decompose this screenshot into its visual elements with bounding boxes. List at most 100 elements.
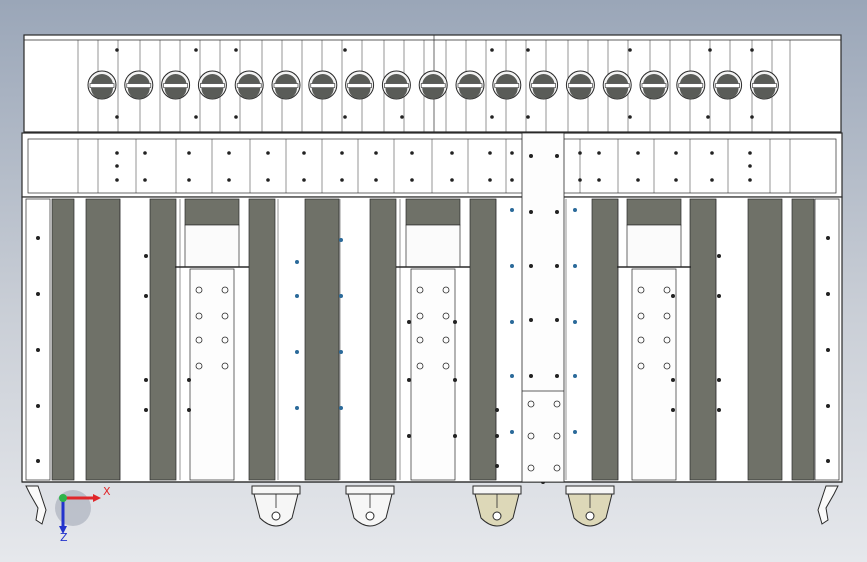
knob-slot xyxy=(678,83,704,88)
knob-slot xyxy=(163,83,188,88)
band-hole xyxy=(488,151,492,155)
bay-hole xyxy=(663,336,671,344)
mount-hole xyxy=(343,115,347,119)
foot-shape xyxy=(817,485,839,525)
mount-hole xyxy=(407,434,411,438)
rail-hole xyxy=(36,236,40,240)
center-hole xyxy=(553,432,561,440)
knob-cap-top xyxy=(569,74,592,85)
knob-slot xyxy=(126,83,152,88)
lower-bracket xyxy=(565,485,615,527)
blue-hole xyxy=(510,208,514,212)
bay-hole xyxy=(637,336,645,344)
mount-hole xyxy=(750,115,754,119)
bay-block xyxy=(405,224,461,268)
bay-cap xyxy=(184,198,240,226)
rail-hole xyxy=(826,404,830,408)
enclosure-body xyxy=(21,34,843,484)
bay-hole xyxy=(442,336,450,344)
knob xyxy=(639,70,669,100)
knob-cap-top xyxy=(495,74,518,85)
bay-assembly xyxy=(396,198,470,481)
mounting-brackets xyxy=(25,485,839,527)
band-hole xyxy=(578,151,582,155)
knob-cap-bottom xyxy=(238,88,261,100)
triad-axis-indicator[interactable]: X Z xyxy=(55,485,111,544)
mount-hole xyxy=(671,294,675,298)
mount-hole xyxy=(495,408,499,412)
center-hole xyxy=(527,400,535,408)
band-hole xyxy=(510,178,514,182)
blue-hole xyxy=(339,406,343,410)
knob-slot xyxy=(715,83,740,88)
bracket-lug xyxy=(253,493,299,527)
rail-hole xyxy=(36,292,40,296)
bracket-lug xyxy=(347,493,393,527)
bay-hole xyxy=(637,362,645,370)
blue-hole xyxy=(510,430,514,434)
rail-hole xyxy=(826,459,830,463)
knob-slot xyxy=(420,83,446,88)
center-hole xyxy=(555,318,559,322)
mount-hole xyxy=(144,408,148,412)
band-hole xyxy=(636,151,640,155)
mount-hole xyxy=(495,434,499,438)
knob xyxy=(529,70,559,100)
band-hole xyxy=(597,178,601,182)
knob xyxy=(713,70,743,100)
blue-hole xyxy=(510,320,514,324)
knob-cap-top xyxy=(643,74,665,85)
knob-slot xyxy=(752,83,777,88)
mount-hole xyxy=(194,115,198,119)
bay-block xyxy=(626,224,682,268)
knob xyxy=(749,70,779,100)
knob-cap-bottom xyxy=(201,88,224,99)
band-hole xyxy=(115,164,119,168)
blue-hole xyxy=(339,350,343,354)
mount-hole xyxy=(234,48,238,52)
knob xyxy=(271,70,301,100)
knob-cap-top xyxy=(679,74,702,85)
dark-strip xyxy=(304,198,340,481)
bay-column xyxy=(631,268,677,481)
bay-hole xyxy=(221,286,229,294)
blue-hole xyxy=(339,238,343,242)
blue-hole xyxy=(295,294,299,298)
band-hole xyxy=(227,178,231,182)
knob-cap-top xyxy=(91,74,113,85)
knob-cap-bottom xyxy=(385,88,408,99)
bay-hole xyxy=(195,286,203,294)
bay-hole xyxy=(416,286,424,294)
left-side-rail xyxy=(25,198,51,481)
band-hole xyxy=(450,178,454,182)
dark-strip xyxy=(248,198,276,481)
bay-block xyxy=(184,224,240,268)
knob-slot xyxy=(457,83,483,88)
knob xyxy=(234,70,264,100)
knob-cap-bottom xyxy=(606,88,629,99)
knob-cap-bottom xyxy=(311,88,334,99)
band-hole xyxy=(510,151,514,155)
mount-hole xyxy=(671,408,675,412)
knob xyxy=(345,70,375,100)
knob-cap-top xyxy=(275,74,297,85)
band-hole xyxy=(748,178,752,182)
bracket-hole xyxy=(365,511,375,521)
knob-cap-top xyxy=(459,74,481,85)
knob-cap-top xyxy=(348,74,371,85)
knob xyxy=(676,70,706,100)
center-hole xyxy=(527,464,535,472)
knob xyxy=(124,70,154,100)
rail-hole xyxy=(826,292,830,296)
bay-cap xyxy=(405,198,461,226)
knob-cap-top xyxy=(164,74,187,85)
bay-cap xyxy=(626,198,682,226)
right-side-rail xyxy=(814,198,840,481)
mount-hole xyxy=(187,378,191,382)
bracket-base xyxy=(251,485,301,495)
bay-hole xyxy=(416,362,424,370)
blue-hole xyxy=(510,264,514,268)
axis-x-label: X xyxy=(103,485,111,498)
